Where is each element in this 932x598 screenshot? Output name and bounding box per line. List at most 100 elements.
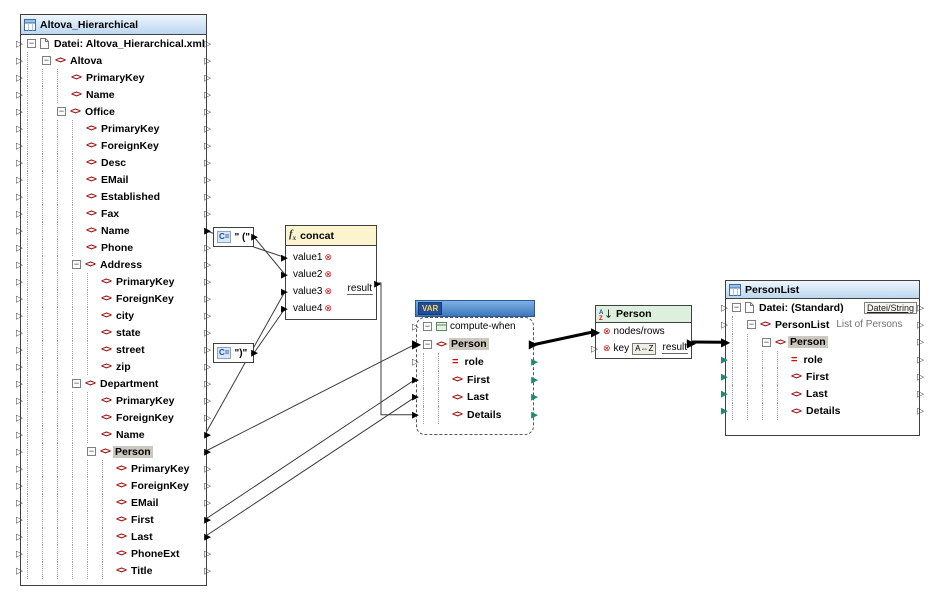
expander-icon[interactable]: − (423, 321, 432, 332)
node-title[interactable]: <>Title▷▷ (16, 562, 211, 579)
input-connector[interactable]: ▷ (16, 174, 23, 184)
output-connector[interactable]: ▷ (204, 72, 211, 82)
component-variable-person[interactable]: VAR −compute-when▷−<>Person▶▶=role▷▶<>Fi… (412, 300, 538, 435)
function-input-value4[interactable]: ▶value4⊗ (281, 300, 376, 317)
component-altova-hierarchical[interactable]: Altova_Hierarchical −Datei: Altova_Hiera… (16, 14, 211, 586)
input-connector[interactable]: ▶ (721, 354, 728, 365)
output-connector[interactable]: ▷ (204, 497, 211, 507)
input-connector[interactable]: ▷ (16, 208, 23, 218)
input-connector[interactable]: ▷ (16, 548, 23, 558)
delete-argument-button[interactable]: ⊗ (324, 269, 333, 279)
output-connector[interactable]: ▷ (204, 242, 211, 252)
input-connector[interactable]: ▷ (16, 191, 23, 201)
node-city[interactable]: <>city▷▷ (16, 307, 211, 324)
input-connector[interactable]: ▷ (16, 89, 23, 99)
input-connector[interactable]: ▷ (16, 225, 23, 235)
input-connector[interactable]: ▷ (16, 565, 23, 575)
output-connector[interactable]: ▷ (204, 327, 211, 337)
output-connector[interactable]: ▷ (204, 378, 211, 388)
input-connector[interactable]: ▷ (16, 327, 23, 337)
node-established[interactable]: <>Established▷▷ (16, 188, 211, 205)
output-connector[interactable]: ▷ (204, 293, 211, 303)
output-connector[interactable]: ▷ (917, 371, 924, 382)
connection[interactable] (375, 282, 415, 416)
output-connector[interactable]: ▷ (204, 276, 211, 286)
output-connector[interactable]: ▶ (531, 374, 538, 385)
output-connector[interactable]: ▷ (204, 191, 211, 201)
output-connector[interactable]: ▷ (204, 208, 211, 218)
input-connector[interactable]: ▷ (16, 395, 23, 405)
output-connector[interactable]: ▷ (917, 336, 924, 347)
output-connector[interactable]: ▷ (204, 548, 211, 558)
input-connector[interactable]: ▷ (16, 55, 23, 65)
expander-icon[interactable]: − (57, 106, 66, 116)
input-connector[interactable]: ▷ (591, 343, 598, 353)
output-connector[interactable]: ▶ (204, 429, 211, 439)
node-last[interactable]: <>Last▶▷ (721, 385, 924, 403)
input-connector[interactable]: ▷ (16, 531, 23, 541)
node-datei-altova-hierarchical-xml[interactable]: −Datei: Altova_Hierarchical.xml▷▷ (16, 35, 211, 52)
constant-close-paren[interactable]: C= ")" ▶ (213, 343, 258, 363)
function-input-value2[interactable]: ▶value2⊗ (281, 266, 376, 283)
node-zip[interactable]: <>zip▷▷ (16, 358, 211, 375)
node-name[interactable]: <>Name▷▷ (16, 86, 211, 103)
node-primarykey[interactable]: <>PrimaryKey▷▷ (16, 120, 211, 137)
connection[interactable] (204, 379, 416, 520)
output-connector[interactable]: ▶ (374, 278, 381, 289)
connection[interactable] (253, 236, 286, 275)
input-connector[interactable]: ▶ (281, 252, 288, 262)
input-connector[interactable]: ▷ (16, 497, 23, 507)
expander-icon[interactable]: − (42, 55, 51, 65)
output-connector[interactable]: ▷ (204, 463, 211, 473)
input-connector[interactable]: ▷ (16, 429, 23, 439)
node-datei-standard[interactable]: −Datei: (Standard)Datei/String▷▷ (721, 299, 924, 316)
output-connector[interactable]: ▷ (204, 55, 211, 65)
connection[interactable] (204, 396, 416, 537)
var-node-details[interactable]: <>Details▶▶ (412, 405, 538, 424)
node-details[interactable]: <>Details▶▷ (721, 402, 924, 421)
input-connector[interactable]: ▶ (721, 335, 731, 350)
node-primarykey[interactable]: <>PrimaryKey▷▷ (16, 460, 211, 477)
input-connector[interactable]: ▶ (412, 391, 419, 402)
input-connector[interactable]: ▷ (16, 259, 23, 269)
component-concat-function[interactable]: fx concat ▶value1⊗▶value2⊗▶value3⊗▶value… (281, 225, 381, 320)
input-connector[interactable]: ▷ (16, 106, 23, 116)
node-email[interactable]: <>EMail▷▷ (16, 171, 211, 188)
input-connector[interactable]: ▷ (16, 514, 23, 524)
node-desc[interactable]: <>Desc▷▷ (16, 154, 211, 171)
node-foreignkey[interactable]: <>ForeignKey▷▷ (16, 290, 211, 307)
node-name[interactable]: <>Name▷▶ (16, 426, 211, 443)
expander-icon[interactable]: − (87, 446, 96, 456)
node-address[interactable]: −<>Address▷▷ (16, 256, 211, 273)
input-connector[interactable]: ▷ (16, 361, 23, 371)
node-street[interactable]: <>street▷▷ (16, 341, 211, 358)
expander-icon[interactable]: − (72, 378, 81, 388)
output-connector[interactable]: ▷ (204, 344, 211, 354)
var-node-first[interactable]: <>First▶▶ (412, 370, 538, 389)
output-connector[interactable]: ▶ (204, 531, 211, 541)
input-connector[interactable]: ▶ (721, 388, 728, 399)
output-connector[interactable]: ▶ (528, 337, 538, 352)
output-connector[interactable]: ▷ (204, 106, 211, 116)
node-primarykey[interactable]: <>PrimaryKey▷▷ (16, 392, 211, 409)
node-foreignkey[interactable]: <>ForeignKey▷▷ (16, 137, 211, 154)
node-office[interactable]: −<>Office▷▷ (16, 103, 211, 120)
output-connector[interactable]: ▷ (204, 480, 211, 490)
expander-icon[interactable]: − (747, 319, 756, 330)
input-connector[interactable]: ▷ (16, 293, 23, 303)
var-node-role[interactable]: =role▷▶ (412, 353, 538, 371)
output-connector[interactable]: ▷ (204, 361, 211, 371)
component-personlist[interactable]: PersonList −Datei: (Standard)Datei/Strin… (721, 280, 924, 436)
output-connector[interactable]: ▷ (204, 259, 211, 269)
expander-icon[interactable]: − (732, 302, 741, 313)
var-node-last[interactable]: <>Last▶▶ (412, 388, 538, 406)
delete-argument-button[interactable]: ⊗ (324, 303, 333, 313)
output-connector[interactable]: ▷ (204, 395, 211, 405)
node-person[interactable]: −<>Person▷▶ (16, 443, 211, 460)
input-connector[interactable]: ▶ (412, 337, 422, 352)
expander-icon[interactable]: − (423, 338, 432, 349)
